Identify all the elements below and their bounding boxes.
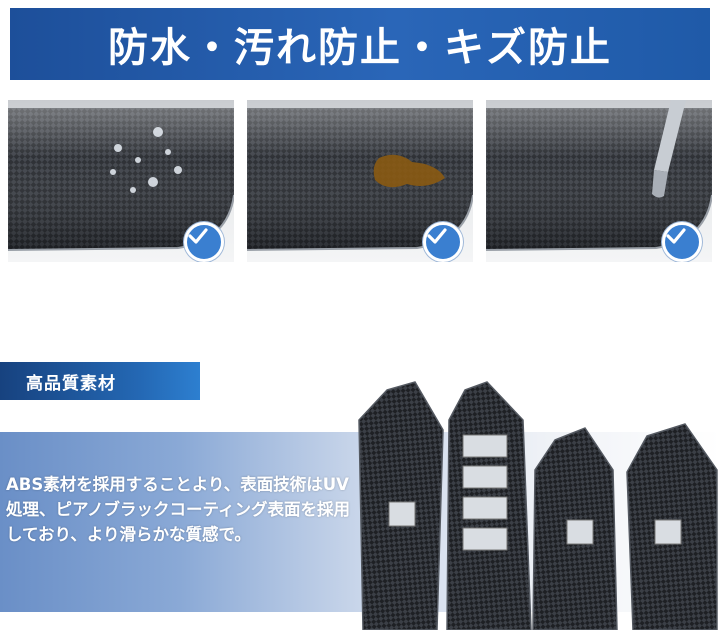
- carbon-surface-image: [486, 100, 712, 251]
- section-label-text: 高品質素材: [26, 373, 116, 394]
- section-label: 高品質素材: [0, 362, 200, 400]
- feature-panel-stain-proof: [247, 100, 473, 262]
- feature-panel-waterproof: [8, 100, 234, 262]
- carbon-surface-image: [8, 108, 234, 251]
- check-icon: [423, 222, 463, 262]
- description-text: ABS素材を採用することより、表面技術はUV処理、ピアノブラックコーティング表面…: [6, 475, 351, 544]
- carbon-surface-image: [247, 108, 473, 251]
- check-icon: [662, 222, 702, 262]
- feature-panel-scratch-proof: [486, 100, 712, 262]
- banner-title: 防水・汚れ防止・キズ防止: [108, 25, 612, 71]
- check-icon: [184, 222, 224, 262]
- title-banner: 防水・汚れ防止・キズ防止: [10, 8, 710, 80]
- product-parts-image: [358, 381, 718, 630]
